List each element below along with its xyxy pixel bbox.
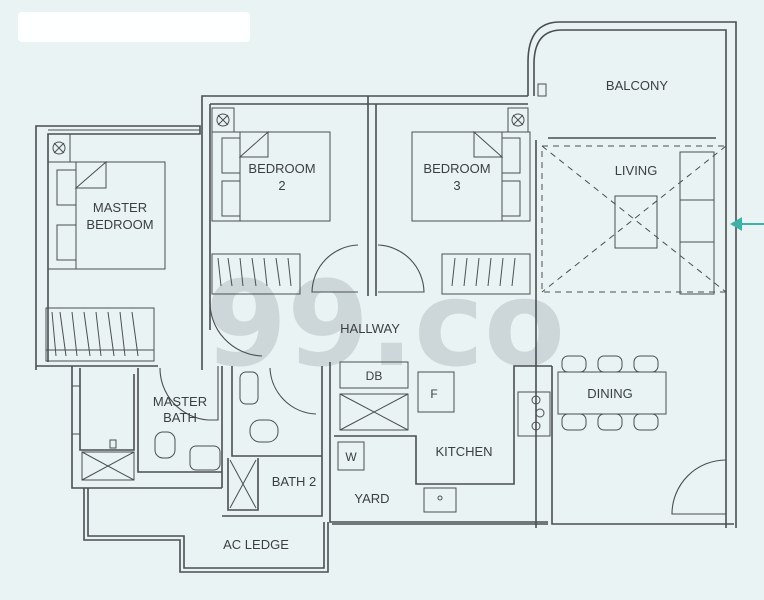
wardrobe-icon [211, 253, 301, 295]
db-label: DB [366, 369, 383, 383]
main-door-icon [671, 459, 727, 515]
living-label: LIVING [615, 163, 658, 178]
watermark: 99.co [205, 255, 565, 393]
shower-icon [81, 451, 135, 481]
bed-icon [211, 131, 331, 222]
master-bedroom-label-1: MASTER [93, 200, 147, 215]
kitchen-yard: DB F W KITCHEN YARD [329, 361, 552, 525]
bed-icon [411, 131, 531, 222]
bath-2: BATH 2 [222, 366, 323, 517]
door-icon [159, 366, 219, 421]
entrance-arrow-icon [730, 217, 742, 231]
dining-label: DINING [587, 386, 633, 401]
master-bedroom: MASTER BEDROOM [35, 125, 201, 370]
db-box [339, 361, 409, 389]
living: LIVING [535, 140, 764, 528]
sink-icon [239, 371, 259, 405]
wardrobe-icon [441, 253, 531, 295]
wardrobe-icon [45, 307, 155, 362]
dining: DINING [551, 355, 734, 525]
toilet-icon [154, 431, 176, 459]
redacted-header-bar [18, 12, 250, 42]
bath-2-label: BATH 2 [272, 474, 317, 489]
shower-icon [229, 459, 257, 509]
sofa-icon [679, 151, 715, 295]
door-icon [377, 244, 425, 293]
bedroom-2-label-2: 2 [278, 178, 285, 193]
storage-icon [339, 393, 409, 431]
bedroom-3-label-2: 3 [453, 178, 460, 193]
kitchen-label: KITCHEN [435, 444, 492, 459]
door-icon [269, 367, 317, 415]
bedroom-3-label-1: BEDROOM [423, 161, 490, 176]
hallway-label: HALLWAY [340, 321, 400, 336]
ac-ledge: AC LEDGE [83, 488, 329, 573]
ac-ledge-label: AC LEDGE [223, 537, 289, 552]
bedroom-3: BEDROOM 3 [367, 95, 531, 296]
fridge-label: F [430, 387, 437, 401]
washer-box [337, 441, 365, 471]
vent-icon [537, 83, 547, 97]
master-bath-label-1: MASTER [153, 394, 207, 409]
toilet-icon [249, 419, 279, 443]
coffee-table-icon [614, 195, 658, 249]
bedroom-2: BEDROOM 2 [201, 95, 368, 370]
master-bath-label-2: BATH [163, 410, 197, 425]
balcony-label: BALCONY [606, 78, 668, 93]
stove-icon [517, 391, 551, 437]
master-bedroom-label-2: BEDROOM [86, 217, 153, 232]
bedroom-2-label-1: BEDROOM [248, 161, 315, 176]
master-bath: MASTER BATH [36, 365, 223, 489]
door-icon [311, 244, 359, 293]
sink-icon [189, 445, 221, 471]
fridge-box [417, 371, 455, 413]
yard-label: YARD [354, 491, 389, 506]
washer-label: W [345, 450, 357, 464]
kitchen-sink-icon [423, 487, 457, 513]
